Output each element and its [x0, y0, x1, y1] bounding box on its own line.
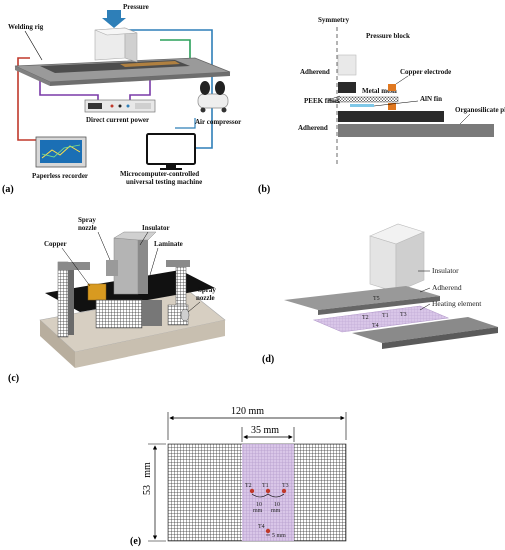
dc-power-label: Direct current power [86, 116, 149, 124]
svg-text:nozzle: nozzle [78, 224, 97, 232]
organosilicate-label: Organosilicate plate [455, 106, 505, 114]
adherend-top-d [284, 286, 440, 310]
t3-label-e: T3 [282, 483, 289, 489]
panel-e: 120 mm 35 mm 53 mm T2 T1 T3 10 mm 10 mm … [130, 406, 347, 547]
gap1-value: 10 [256, 502, 262, 508]
adherend-top [338, 82, 356, 93]
t4-label: T4 [372, 323, 379, 329]
svg-text:nozzle: nozzle [196, 294, 215, 302]
aln-fin-label: AlN fin [420, 95, 442, 103]
t1-label-e: T1 [262, 483, 269, 489]
paperless-recorder [35, 136, 87, 168]
organosilicate-plate [338, 124, 494, 137]
copper-strip [120, 61, 180, 67]
t2-label: T2 [362, 315, 369, 321]
t2-label-e: T2 [245, 483, 252, 489]
t3-point [281, 488, 287, 494]
testing-machine-label-2: universal testing machine [126, 178, 202, 186]
air-compressor-label: Air compressor [195, 118, 241, 126]
spray-nozzle-side-label: Spray [198, 286, 216, 294]
dim-height-value: 53 [142, 485, 153, 495]
copper-block-left [87, 283, 107, 301]
panel-label-a: (a) [2, 184, 14, 195]
wire-purple [39, 72, 99, 100]
pressure-block-label: Pressure block [366, 32, 410, 40]
welding-rig-label: Welding rig [8, 23, 44, 31]
t4-label-e: T4 [258, 524, 265, 530]
adherend-top-label: Adherend [300, 68, 330, 76]
copper-electrode-top [388, 84, 396, 91]
t4-point [265, 528, 271, 534]
t1-label: T1 [382, 313, 389, 319]
insulator-label-d: Insulator [432, 266, 459, 275]
pressure-block-b [337, 54, 357, 76]
metal-mesh [337, 96, 399, 103]
metal-mesh-label: Metal mesh [362, 87, 397, 95]
gap2-value: 10 [274, 502, 280, 508]
center-block [95, 299, 143, 329]
t5-label: T5 [373, 296, 380, 302]
adherend-label-d: Adherend [432, 283, 462, 292]
panel-label-d: (d) [262, 354, 274, 365]
paperless-recorder-label: Paperless recorder [32, 172, 88, 180]
wire-blue-2 [175, 118, 196, 129]
copper-electrode-bottom [388, 103, 396, 110]
panel-d: T5 T2 T1 T3 T4 Insulator Adherend Heatin… [262, 223, 498, 365]
adherend-bottom [338, 111, 444, 122]
laminate-label: Laminate [154, 240, 183, 248]
spray-nozzle-top-block [106, 260, 118, 276]
gap2-unit: mm [271, 508, 281, 514]
testing-machine-monitor [146, 133, 196, 170]
panel-b: Symmetry Pressure block Adherend Metal m… [258, 16, 505, 195]
dim-height-unit: mm [142, 462, 153, 478]
left-frame-post [57, 261, 69, 338]
gap1-unit: mm [253, 508, 263, 514]
panel-c: Spray nozzle Insulator Copper Laminate S… [8, 216, 226, 384]
dim-width-label: 120 mm [231, 406, 264, 417]
t2-point [249, 488, 255, 494]
copper-label: Copper [44, 240, 67, 248]
spray-nozzle-top-label: Spray [78, 216, 96, 224]
panel-label-c: (c) [8, 373, 19, 384]
copper-electrode-label: Copper electrode [400, 68, 451, 76]
t3-label: T3 [400, 312, 407, 318]
aln-fin [350, 104, 374, 107]
heating-element-label: Heating element [432, 299, 482, 308]
air-compressor [197, 81, 229, 113]
insulator-label-c: Insulator [142, 224, 170, 232]
panel-label-e: (e) [130, 536, 141, 547]
dim-inner-width-label: 35 mm [251, 425, 279, 436]
peek-films-label: PEEK films [304, 97, 340, 105]
wire-green [160, 39, 191, 60]
adherend-bottom-label: Adherend [298, 124, 328, 132]
adherend-bottom-d [352, 317, 498, 343]
panel-a: Pressure Welding rig Direct current powe… [2, 3, 241, 195]
pressure-arrow-icon [102, 10, 126, 28]
testing-machine-label-1: Microcomputer-controlled [120, 170, 199, 178]
panel-label-b: (b) [258, 184, 270, 195]
t1-point [265, 488, 271, 494]
pressure-label: Pressure [123, 3, 149, 11]
symmetry-label: Symmetry [318, 16, 350, 24]
gap3-label: 5 mm [272, 533, 286, 539]
